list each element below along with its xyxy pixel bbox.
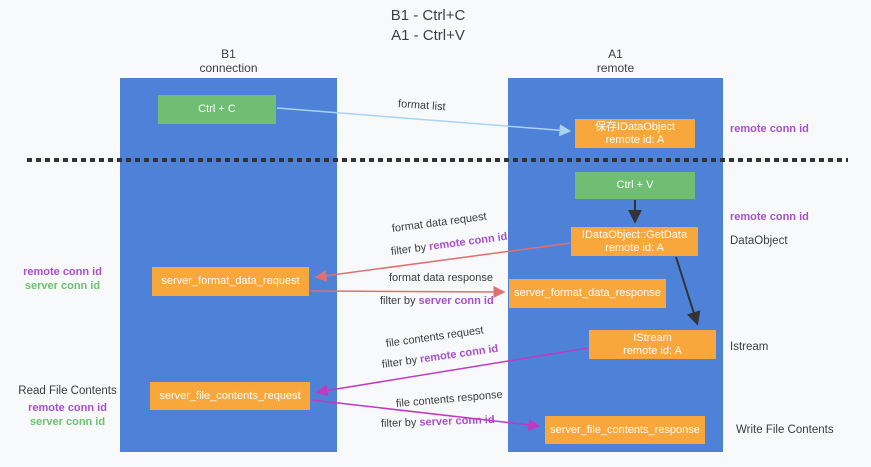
node-server-format-data-response-label: server_format_data_response bbox=[514, 287, 661, 299]
node-server-file-contents-request: server_file_contents_request bbox=[150, 382, 310, 410]
node-istream: IStream remote id: A bbox=[589, 330, 716, 359]
node-idataobject-getdata-line1: IDataObject::GetData bbox=[581, 228, 688, 241]
annotation-remote-conn-id-left-2: remote conn id bbox=[28, 402, 107, 414]
annotation-dataobject: DataObject bbox=[730, 235, 788, 247]
node-istream-line1: IStream bbox=[633, 331, 672, 344]
lane-b1-name: B1 bbox=[221, 47, 236, 61]
node-ctrl-v-label: Ctrl + V bbox=[616, 179, 654, 191]
edge-label-format-data-response: format data response bbox=[389, 272, 493, 284]
diagram-title: B1 - Ctrl+C A1 - Ctrl+V bbox=[308, 6, 548, 46]
filter-key-2: server conn id bbox=[418, 295, 494, 307]
node-saved-idataobject: 保存IDataObject remote id: A bbox=[575, 119, 695, 148]
node-server-file-contents-request-label: server_file_contents_request bbox=[159, 389, 301, 402]
annotation-remote-conn-id-right-1: remote conn id bbox=[730, 123, 809, 135]
node-ctrl-v: Ctrl + V bbox=[575, 172, 695, 199]
annotation-write-file-contents: Write File Contents bbox=[736, 424, 834, 436]
node-server-file-contents-response: server_file_contents_response bbox=[545, 416, 705, 444]
title-line-1: B1 - Ctrl+C bbox=[390, 7, 466, 24]
filter-prefix-2: filter by bbox=[380, 295, 416, 307]
edge-label-file-contents-response: file contents response bbox=[395, 388, 504, 410]
node-istream-line2: remote id: A bbox=[623, 344, 682, 357]
annotation-remote-conn-id-right-2: remote conn id bbox=[730, 211, 809, 223]
annotation-server-conn-id-left-2: server conn id bbox=[29, 416, 106, 428]
annotation-remote-conn-id-left-1: remote conn id bbox=[23, 266, 102, 278]
filter-key-4: server conn id bbox=[419, 414, 495, 429]
lane-header-a1: A1 remote bbox=[508, 47, 723, 75]
lane-header-b1: B1 connection bbox=[120, 47, 337, 75]
edge-label-filter-remote-conn-id-1: filter byremote conn id bbox=[390, 231, 508, 258]
filter-key-3: remote conn id bbox=[419, 342, 500, 366]
node-idataobject-getdata: IDataObject::GetData remote id: A bbox=[571, 227, 698, 256]
filter-prefix-4: filter by bbox=[380, 416, 417, 430]
lane-a1-sub: remote bbox=[596, 61, 635, 75]
node-server-format-data-response: server_format_data_response bbox=[509, 279, 666, 308]
node-ctrl-c-label: Ctrl + C bbox=[198, 103, 236, 115]
filter-prefix-1: filter by bbox=[390, 241, 427, 258]
annotation-istream: Istream bbox=[730, 341, 769, 353]
node-ctrl-c: Ctrl + C bbox=[158, 95, 276, 124]
node-server-file-contents-response-label: server_file_contents_response bbox=[550, 423, 700, 436]
node-server-format-data-request-label: server_format_data_request bbox=[161, 275, 300, 287]
node-saved-idataobject-line2: remote id: A bbox=[605, 133, 665, 146]
format-data-response-arrow bbox=[310, 285, 506, 298]
node-saved-idataobject-line1: 保存IDataObject bbox=[594, 120, 676, 133]
node-idataobject-getdata-line2: remote id: A bbox=[605, 241, 664, 254]
filter-prefix-3: filter by bbox=[381, 354, 418, 371]
title-line-2: A1 - Ctrl+V bbox=[391, 27, 465, 44]
node-server-format-data-request: server_format_data_request bbox=[152, 267, 309, 296]
lane-a1-name: A1 bbox=[608, 47, 623, 61]
filter-key-1: remote conn id bbox=[428, 230, 509, 253]
edge-label-format-data-request: format data request bbox=[391, 210, 488, 235]
lane-b1-sub: connection bbox=[199, 61, 258, 75]
annotation-read-file-contents: Read File Contents bbox=[18, 385, 117, 397]
edge-label-format-list: format list bbox=[397, 98, 446, 114]
annotation-server-conn-id-left-1: server conn id bbox=[24, 280, 101, 292]
